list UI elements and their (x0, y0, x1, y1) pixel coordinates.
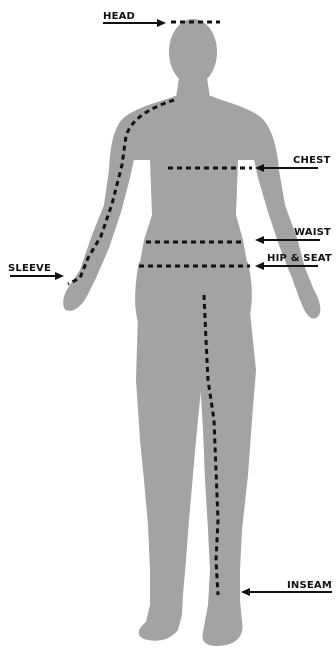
waist-label: WAIST (294, 227, 331, 238)
chest-label: CHEST (293, 155, 331, 166)
head-shape (169, 19, 217, 85)
left-leg-shape (136, 312, 203, 641)
hip-seat-label: HIP & SEAT (267, 253, 332, 264)
sleeve-label: SLEEVE (8, 263, 51, 274)
body-silhouette (63, 19, 320, 646)
head-label: HEAD (103, 11, 135, 22)
right-leg-shape (196, 312, 256, 646)
right-arm-shape (252, 116, 320, 319)
inseam-label: INSEAM (287, 580, 332, 591)
